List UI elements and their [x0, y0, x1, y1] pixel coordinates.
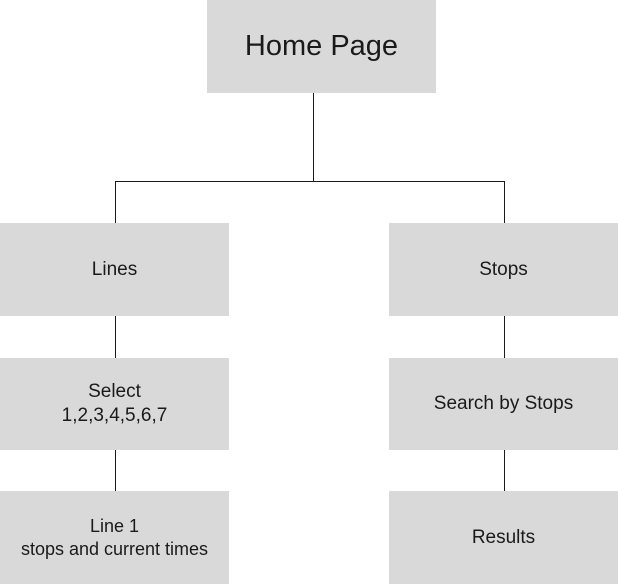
node-results-label: Results [471, 526, 536, 548]
connector-to-stops [504, 181, 505, 223]
connector-stops-to-search [504, 316, 505, 358]
node-line-1-subtitle: stops and current times [20, 538, 209, 559]
connector-to-lines [115, 181, 116, 223]
node-line-1: Line 1 stops and current times [0, 491, 229, 584]
connector-root-down [313, 93, 314, 182]
node-lines-label: Lines [91, 258, 138, 280]
node-select-lines: Select 1,2,3,4,5,6,7 [0, 358, 229, 450]
connector-horizontal [115, 181, 505, 182]
connector-lines-to-select [115, 316, 116, 358]
connector-search-to-results [504, 450, 505, 491]
connector-select-to-line1 [115, 450, 116, 491]
node-search-by-stops: Search by Stops [389, 358, 618, 450]
node-home-page-label: Home Page [244, 30, 399, 63]
node-select-options: 1,2,3,4,5,6,7 [61, 405, 168, 426]
node-select-label: Select [88, 381, 141, 403]
node-lines: Lines [0, 223, 229, 316]
node-search-by-stops-label: Search by Stops [433, 393, 574, 415]
node-results: Results [389, 491, 618, 584]
node-home-page: Home Page [207, 0, 436, 93]
node-stops: Stops [389, 223, 618, 316]
node-line-1-title: Line 1 [89, 516, 140, 536]
node-stops-label: Stops [479, 258, 528, 280]
